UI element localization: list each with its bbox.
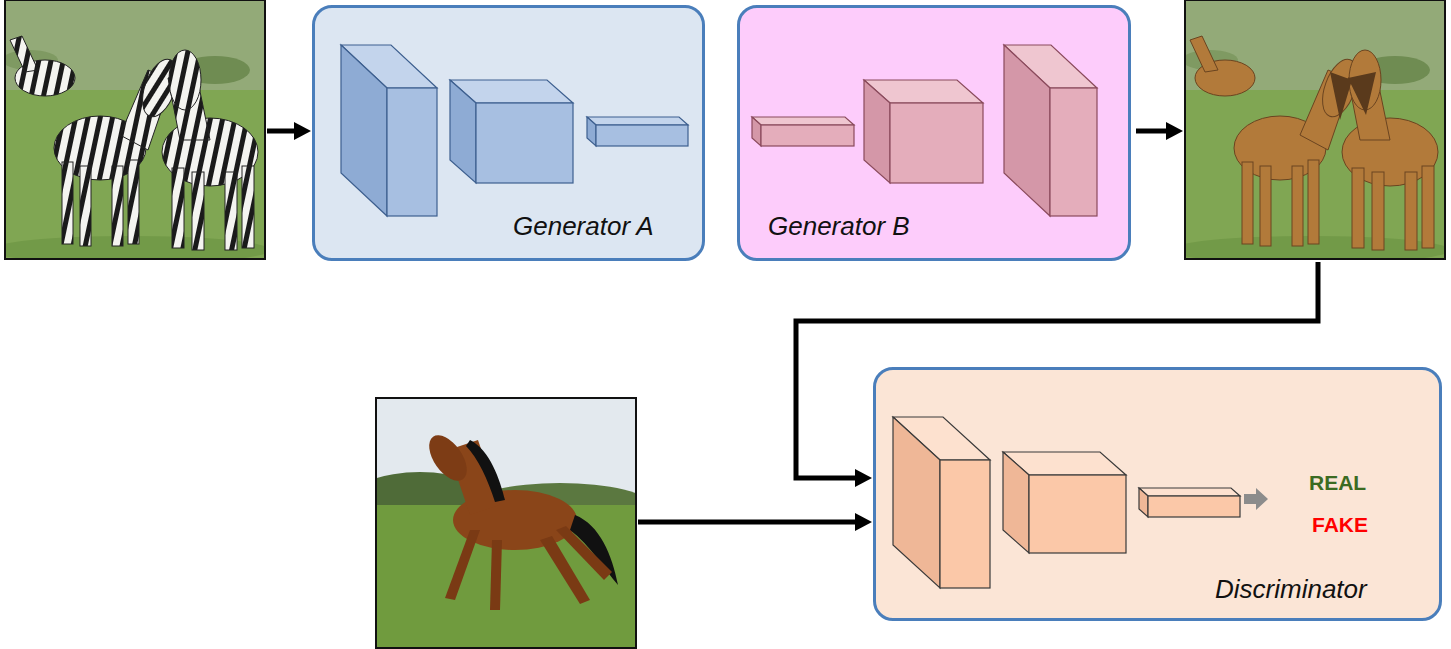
discriminator-box: REAL FAKE Discriminator <box>873 367 1442 621</box>
encoder-blocks <box>341 45 688 216</box>
generator-label: Generator B <box>768 211 910 242</box>
decoder-blocks <box>752 45 1097 216</box>
generator-box: Generator B <box>737 5 1131 261</box>
generator-box: Generator A <box>312 5 705 261</box>
generator-label: Generator A <box>513 211 654 242</box>
generated-horse-photo <box>1170 0 1450 264</box>
real-horse-photo <box>350 398 650 648</box>
output-label: REAL <box>1309 470 1366 495</box>
discriminator-label: Discriminator <box>1215 574 1367 605</box>
zebra-photo <box>0 0 270 264</box>
output-arrow <box>1244 488 1268 510</box>
discriminator-blocks <box>893 417 1240 588</box>
output-label: FAKE <box>1312 512 1368 537</box>
